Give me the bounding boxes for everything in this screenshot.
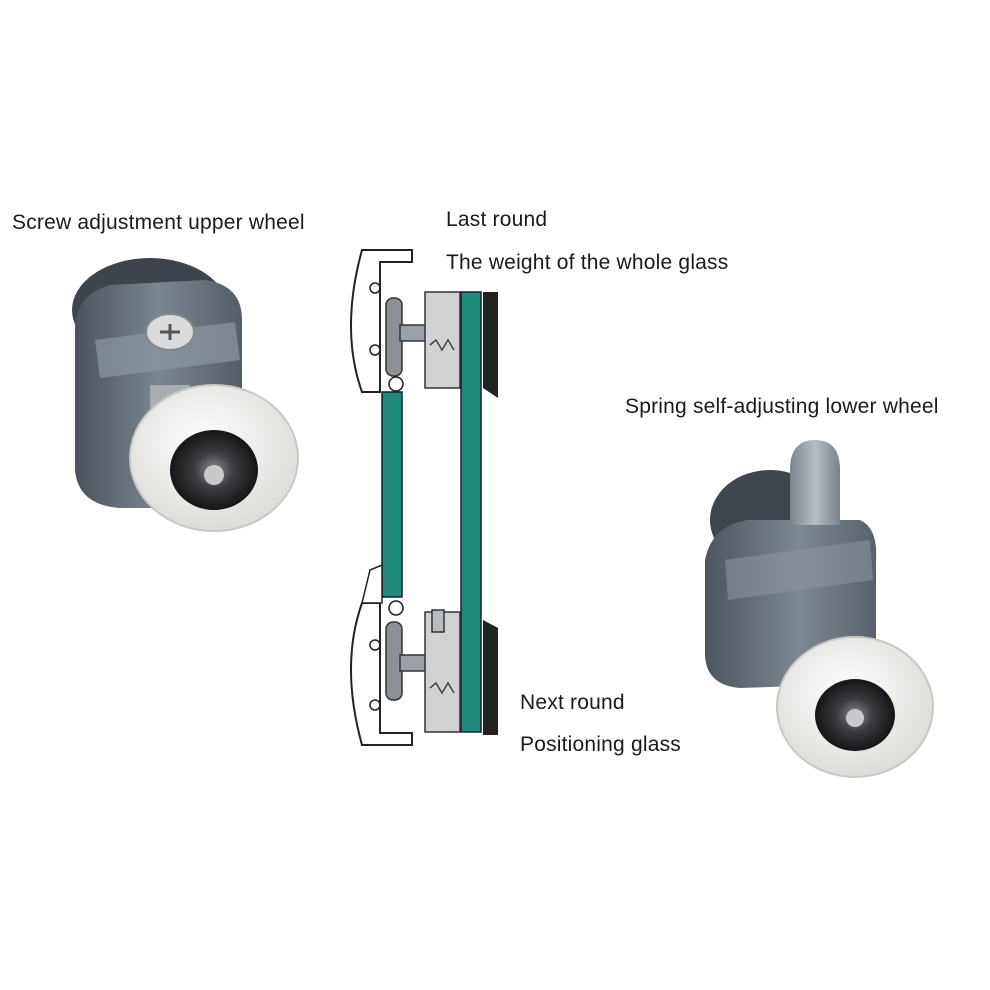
weight-label: The weight of the whole glass [446,251,729,274]
upper-wheel-label: Screw adjustment upper wheel [12,211,305,234]
last-round-label: Last round [446,208,548,231]
next-round-label: Next round [520,691,625,714]
lower-wheel-label: Spring self-adjusting lower wheel [625,395,939,418]
positioning-label: Positioning glass [520,733,681,756]
